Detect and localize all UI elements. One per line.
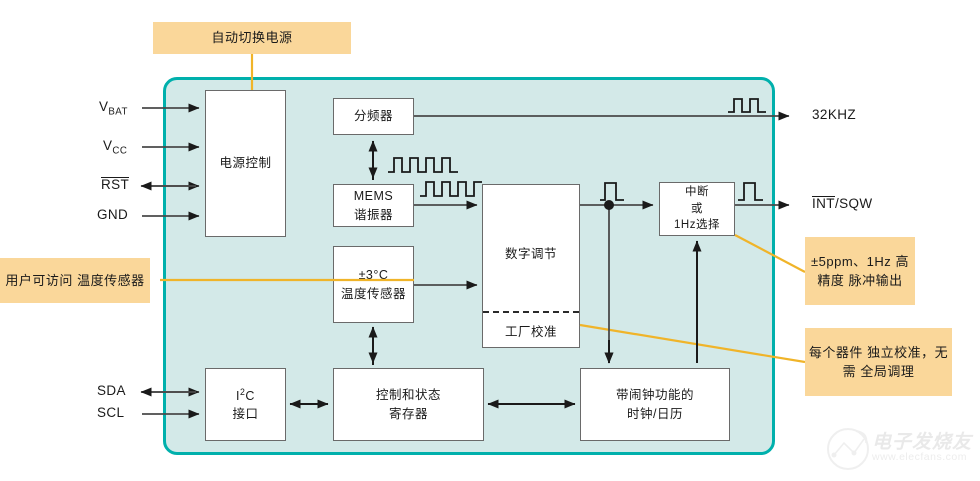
pin-label-vcc: VCC xyxy=(103,138,128,157)
watermark-brand: 电子发烧友 xyxy=(872,432,973,453)
block-control-status-register: 控制和状态 寄存器 xyxy=(333,368,484,441)
pin-label-sqw-text: /SQW xyxy=(834,196,873,211)
callout-precision-pulse-line-2: 脉冲输出 xyxy=(848,273,903,288)
block-i2c-interface-line-1: 接口 xyxy=(232,407,259,422)
watermark: 电子发烧友 www.elecfans.com xyxy=(826,423,976,478)
block-i2c-interface-line-0: I2C xyxy=(236,386,255,403)
callout-precision-pulse-line-1: 高精度 xyxy=(817,253,909,289)
callout-per-device-calibration-line-0: 每个器件 xyxy=(808,344,863,360)
callout-per-device-calibration-line-1: 独立校准，无需 xyxy=(842,344,949,380)
pin-label-rst-text: RST xyxy=(101,177,130,192)
block-factory-calibration-line-0: 工厂校准 xyxy=(504,325,557,339)
pin-label-32khz: 32KHZ xyxy=(812,107,856,122)
pin-label-sda-text: SDA xyxy=(97,383,126,398)
block-clock-calendar-line-0: 带闹钟功能的 xyxy=(615,388,694,403)
block-power-control: 电源控制 xyxy=(205,90,286,237)
block-mems-resonator: MEMS 谐振器 xyxy=(333,184,414,227)
pin-label-gnd: GND xyxy=(97,207,128,222)
block-clock-calendar: 带闹钟功能的 时钟/日历 xyxy=(580,368,730,441)
block-mems-resonator-line-1: 谐振器 xyxy=(353,207,393,222)
pin-label-int-sqw: INT/SQW xyxy=(812,196,873,211)
block-digital-adjust-line-0: 数字调节 xyxy=(504,247,557,261)
pin-label-sda: SDA xyxy=(97,383,126,398)
block-control-status-register-line-1: 寄存器 xyxy=(388,406,428,421)
callout-per-device-calibration: 每个器件 独立校准，无需 全局调理 xyxy=(805,328,952,396)
block-digital-adjust: 数字调节 工厂校准 xyxy=(482,184,580,348)
block-power-control-line-0: 电源控制 xyxy=(219,156,272,171)
pin-label-gnd-text: GND xyxy=(97,207,129,222)
pin-label-vbat: VBAT xyxy=(99,99,128,118)
block-factory-calibration-label: 工厂校准 xyxy=(483,323,579,341)
callout-user-temp-sensor: 用户可访问 温度传感器 xyxy=(0,258,150,303)
block-interrupt-select-line-1: 或 xyxy=(690,202,703,215)
block-divider: 分频器 xyxy=(333,98,414,135)
block-digital-adjust-label: 数字调节 xyxy=(483,245,579,263)
callout-user-temp-sensor-line-1: 温度传感器 xyxy=(77,272,145,288)
factory-calibration-separator xyxy=(483,311,579,313)
block-temp-sensor-line-1: 温度传感器 xyxy=(340,286,406,301)
block-temp-sensor: ±3°C 温度传感器 xyxy=(333,246,414,323)
block-interrupt-select-line-0: 中断 xyxy=(684,185,709,198)
pin-label-scl: SCL xyxy=(97,405,124,420)
block-control-status-register-line-0: 控制和状态 xyxy=(375,388,441,403)
block-interrupt-select: 中断 或 1Hz选择 xyxy=(659,182,735,236)
block-i2c-interface: I2C 接口 xyxy=(205,368,286,441)
watermark-logo-icon xyxy=(827,428,869,470)
block-divider-line-0: 分频器 xyxy=(353,109,393,124)
callout-per-device-calibration-line-2: 全局调理 xyxy=(860,364,915,379)
pin-label-int-text: INT xyxy=(812,196,835,211)
callout-precision-pulse-output: ±5ppm、1Hz 高精度 脉冲输出 xyxy=(805,237,915,305)
callout-precision-pulse-line-0: ±5ppm、1Hz xyxy=(811,253,892,269)
pin-label-scl-text: SCL xyxy=(97,405,125,420)
block-temp-sensor-line-0: ±3°C xyxy=(358,268,389,283)
pin-label-32khz-text: 32KHZ xyxy=(812,107,857,122)
watermark-url: www.elecfans.com xyxy=(872,451,967,463)
callout-user-temp-sensor-line-0: 用户可访问 xyxy=(5,272,73,288)
callout-auto-switch-power-line-0: 自动切换电源 xyxy=(211,30,293,46)
pin-label-rst: RST xyxy=(101,177,130,192)
block-interrupt-select-line-2: 1Hz选择 xyxy=(674,219,720,232)
block-clock-calendar-line-1: 时钟/日历 xyxy=(627,406,683,421)
callout-auto-switch-power: 自动切换电源 xyxy=(153,22,351,54)
block-mems-resonator-line-0: MEMS xyxy=(353,189,394,204)
